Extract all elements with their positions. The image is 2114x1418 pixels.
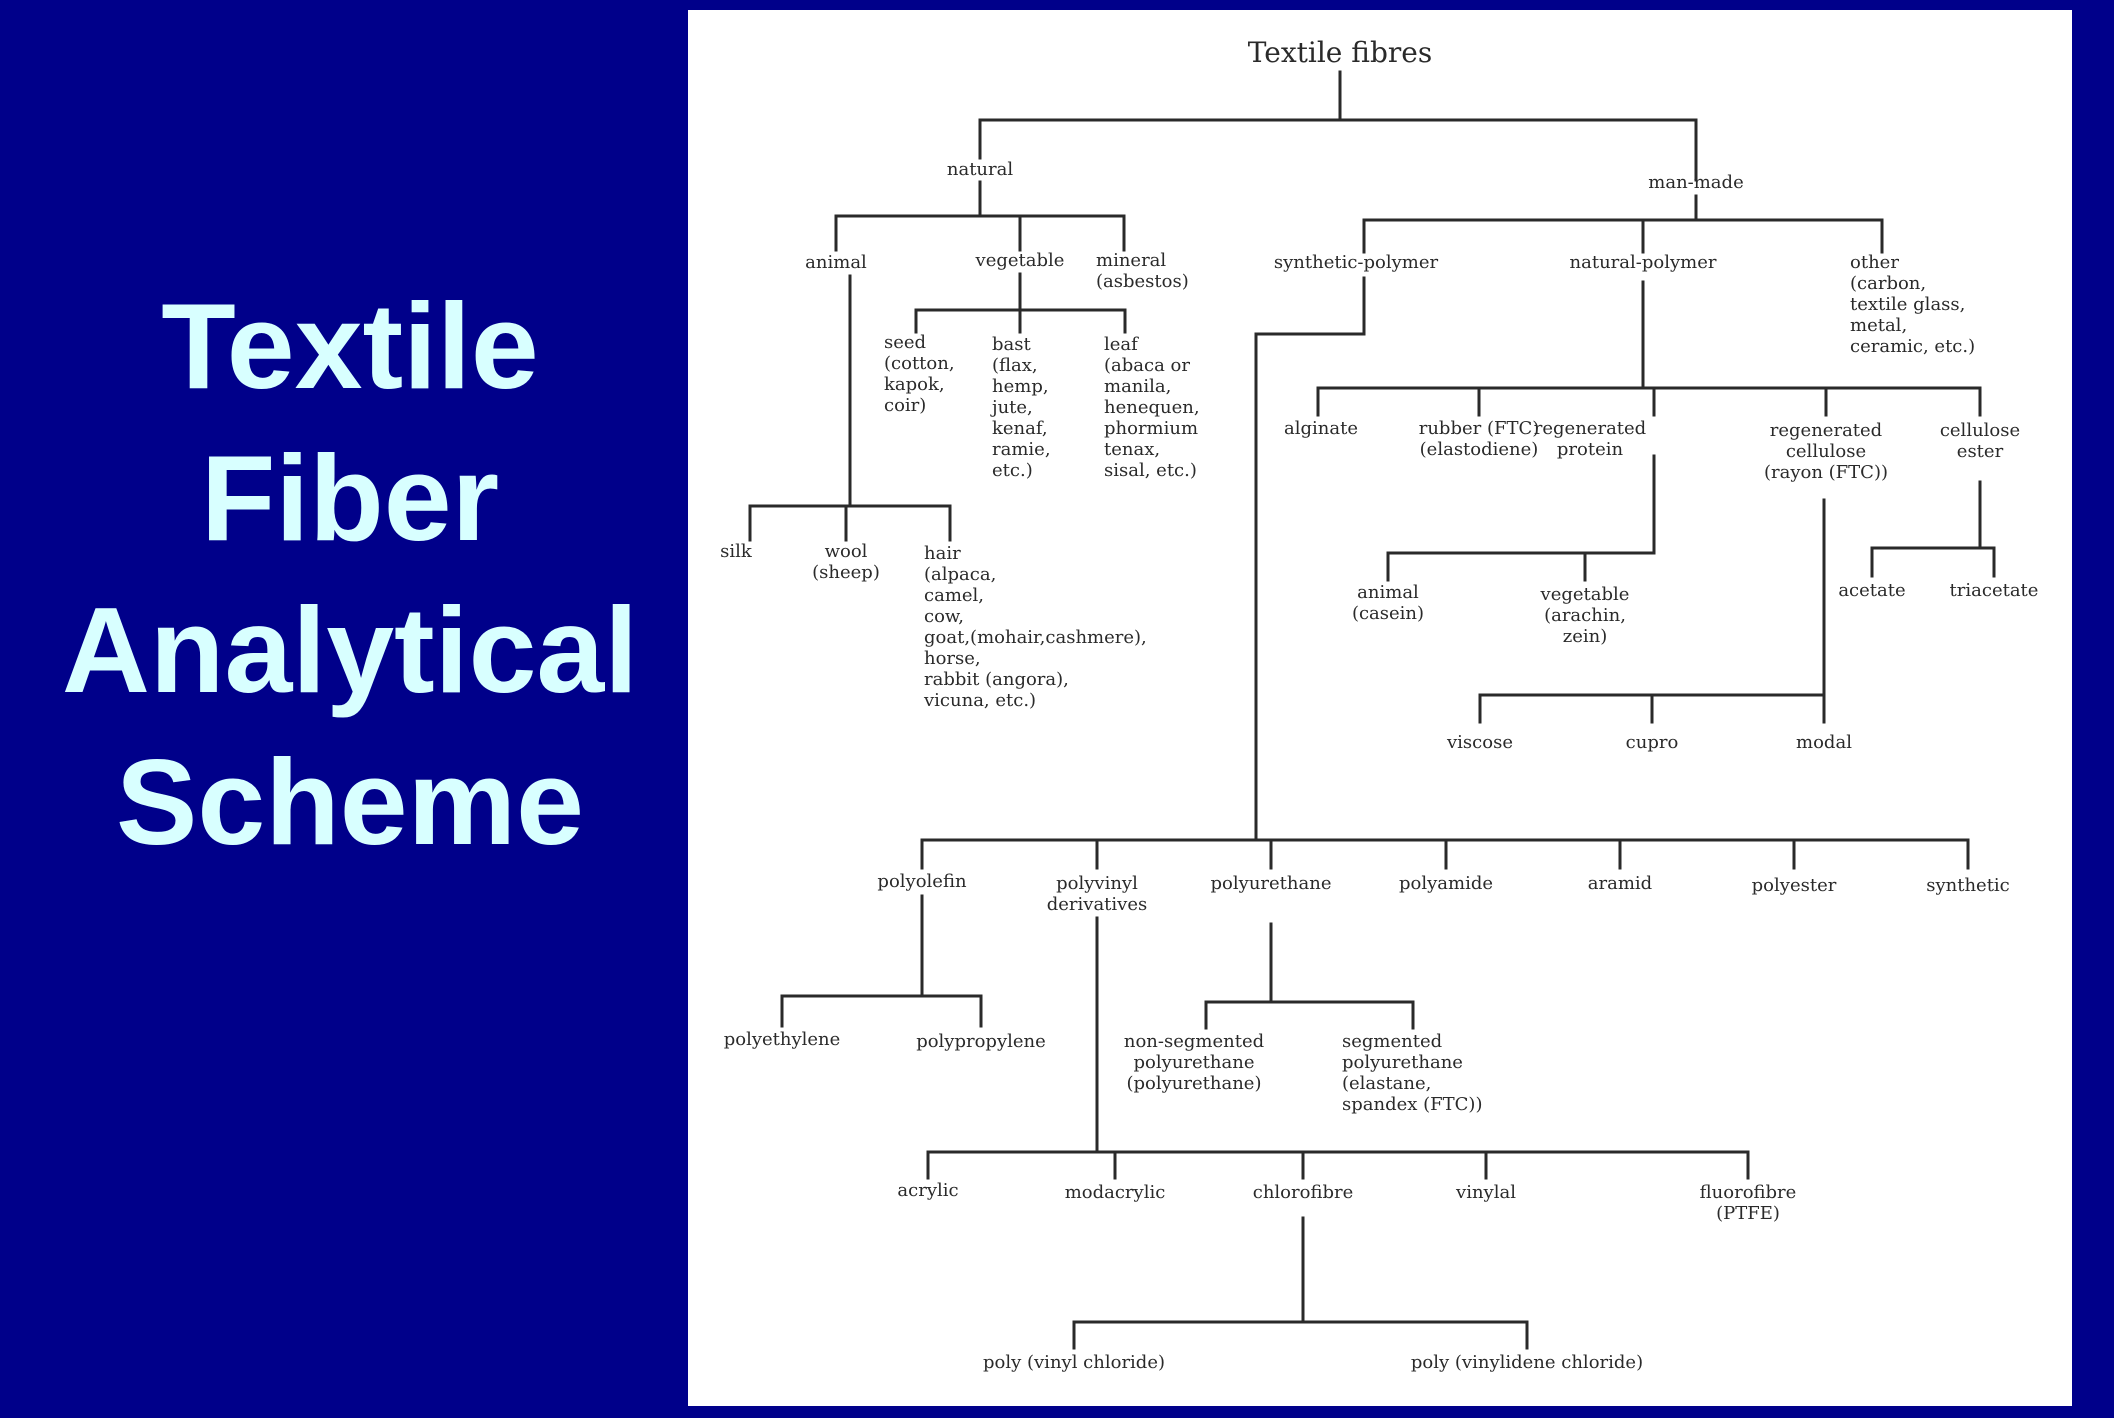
node-polyolefin: polyolefin	[877, 871, 967, 892]
node-bast-line-7: etc.)	[992, 460, 1033, 481]
node-chlorofibre: chlorofibre	[1253, 1182, 1354, 1203]
node-seed-line-3: kapok,	[884, 374, 945, 395]
node-bast-line-4: jute,	[990, 397, 1033, 418]
node-polyvinyl: polyvinyl	[1056, 873, 1138, 894]
node-leaf-line-2: (abaca or	[1104, 355, 1190, 376]
tree-labels: Textile fibres natural man-made animal vege…	[720, 36, 2038, 1373]
node-aramid: aramid	[1588, 873, 1652, 894]
node-seed-line-4: coir)	[884, 395, 926, 416]
node-acetate: acetate	[1838, 580, 1905, 601]
node-bast-line-5: kenaf,	[992, 418, 1048, 439]
node-root: Textile fibres	[1248, 36, 1432, 69]
node-fluorofibre: fluorofibre	[1700, 1182, 1797, 1203]
node-rubber-line-2: (elastodiene)	[1420, 439, 1539, 460]
node-cupro: cupro	[1626, 732, 1679, 753]
node-bast-line-6: ramie,	[992, 439, 1051, 460]
node-polypropylene: polypropylene	[916, 1031, 1046, 1052]
node-regen-cellulose-line-3: (rayon (FTC))	[1764, 462, 1888, 483]
node-other-line-5: ceramic, etc.)	[1850, 336, 1975, 357]
node-leaf-line-4: henequen,	[1104, 397, 1200, 418]
node-mineral: mineral	[1096, 250, 1166, 271]
node-natural: natural	[947, 159, 1013, 180]
slide-title-line-2: Fiber	[200, 430, 500, 566]
node-hair-line-8: vicuna, etc.)	[923, 690, 1036, 711]
node-leaf-line-5: phormium	[1104, 418, 1198, 439]
node-non-segmented-line-3: (polyurethane)	[1127, 1073, 1262, 1094]
node-segmented: segmented	[1342, 1031, 1442, 1052]
node-leaf-line-6: tenax,	[1104, 439, 1160, 460]
node-other-line-2: (carbon,	[1850, 273, 1926, 294]
node-seed: seed	[884, 332, 926, 353]
node-synthetic-polymer: synthetic-polymer	[1274, 252, 1439, 273]
node-vinylal: vinylal	[1455, 1182, 1516, 1203]
slide-title-line-4: Scheme	[116, 734, 584, 870]
node-acrylic: acrylic	[897, 1180, 958, 1201]
node-animal-casein: animal	[1357, 582, 1419, 603]
node-other-line-3: textile glass,	[1850, 294, 1965, 315]
node-hair: hair	[924, 543, 961, 564]
node-triacetate: triacetate	[1950, 580, 2039, 601]
node-pvdc: poly (vinylidene chloride)	[1411, 1352, 1643, 1373]
node-modacrylic: modacrylic	[1065, 1182, 1166, 1203]
slide-title: Textile Fiber Analytical Scheme	[20, 270, 680, 878]
node-non-segmented: non-segmented	[1124, 1031, 1264, 1052]
node-cellulose-ester: cellulose	[1940, 420, 2020, 441]
node-leaf-line-3: manila,	[1104, 376, 1171, 397]
node-bast-line-3: hemp,	[992, 376, 1049, 397]
node-hair-line-5: goat,(mohair,cashmere),	[924, 627, 1147, 648]
node-pvc: poly (vinyl chloride)	[983, 1352, 1165, 1373]
node-fluorofibre-line-2: (PTFE)	[1716, 1203, 1780, 1224]
node-alginate: alginate	[1284, 418, 1358, 439]
node-polyester: polyester	[1752, 875, 1837, 896]
node-leaf-line-7: sisal, etc.)	[1104, 460, 1197, 481]
node-bast-line-2: (flax,	[992, 355, 1038, 376]
diagram-panel: Textile fibres natural man-made animal vege…	[688, 10, 2072, 1406]
node-natural-polymer: natural-polymer	[1570, 252, 1717, 273]
node-segmented-line-2: polyurethane	[1342, 1052, 1463, 1073]
node-synthetic: synthetic	[1926, 875, 2010, 896]
node-regen-cellulose: regenerated	[1770, 420, 1882, 441]
node-vegetable: vegetable	[975, 250, 1065, 271]
node-seed-line-2: (cotton,	[884, 353, 955, 374]
node-leaf: leaf	[1104, 334, 1139, 355]
node-vegetable-arachin-line-2: (arachin,	[1544, 605, 1626, 626]
node-wool: wool	[825, 541, 868, 562]
node-polyvinyl-line-2: derivatives	[1047, 894, 1148, 915]
node-hair-line-3: camel,	[924, 585, 984, 606]
node-modal: modal	[1796, 732, 1852, 753]
node-vegetable-arachin-line-3: zein)	[1563, 626, 1608, 647]
node-segmented-line-3: (elastane,	[1342, 1073, 1431, 1094]
node-animal-casein-line-2: (casein)	[1352, 603, 1424, 624]
node-non-segmented-line-2: polyurethane	[1134, 1052, 1255, 1073]
fiber-classification-tree: Textile fibres natural man-made animal vege…	[720, 36, 2038, 1373]
node-regen-cellulose-line-2: cellulose	[1786, 441, 1866, 462]
node-hair-line-2: (alpaca,	[924, 564, 996, 585]
node-regen-protein: regenerated	[1534, 418, 1646, 439]
node-animal: animal	[805, 252, 867, 273]
node-hair-line-4: cow,	[924, 606, 964, 627]
node-segmented-line-4: spandex (FTC))	[1342, 1094, 1482, 1115]
slide-title-line-1: Textile	[161, 278, 539, 414]
node-hair-line-6: horse,	[924, 648, 981, 669]
node-vegetable-arachin: vegetable	[1540, 584, 1630, 605]
node-mineral-line-2: (asbestos)	[1096, 271, 1189, 292]
node-cellulose-ester-line-2: ester	[1957, 441, 2004, 462]
node-polyurethane: polyurethane	[1211, 873, 1332, 894]
node-silk: silk	[720, 541, 753, 562]
node-wool-line-2: (sheep)	[812, 562, 880, 583]
node-hair-line-7: rabbit (angora),	[924, 669, 1069, 690]
tree-connectors	[748, 70, 1996, 1350]
node-viscose: viscose	[1446, 732, 1513, 753]
node-other-line-4: metal,	[1850, 315, 1907, 336]
node-regen-protein-line-2: protein	[1557, 439, 1624, 460]
slide-title-line-3: Analytical	[61, 582, 639, 718]
node-man-made: man-made	[1648, 172, 1743, 193]
node-rubber: rubber (FTC)	[1419, 418, 1540, 439]
node-polyethylene: polyethylene	[724, 1029, 841, 1050]
node-other: other	[1850, 252, 1899, 273]
node-bast: bast	[992, 334, 1031, 355]
node-polyamide: polyamide	[1399, 873, 1493, 894]
